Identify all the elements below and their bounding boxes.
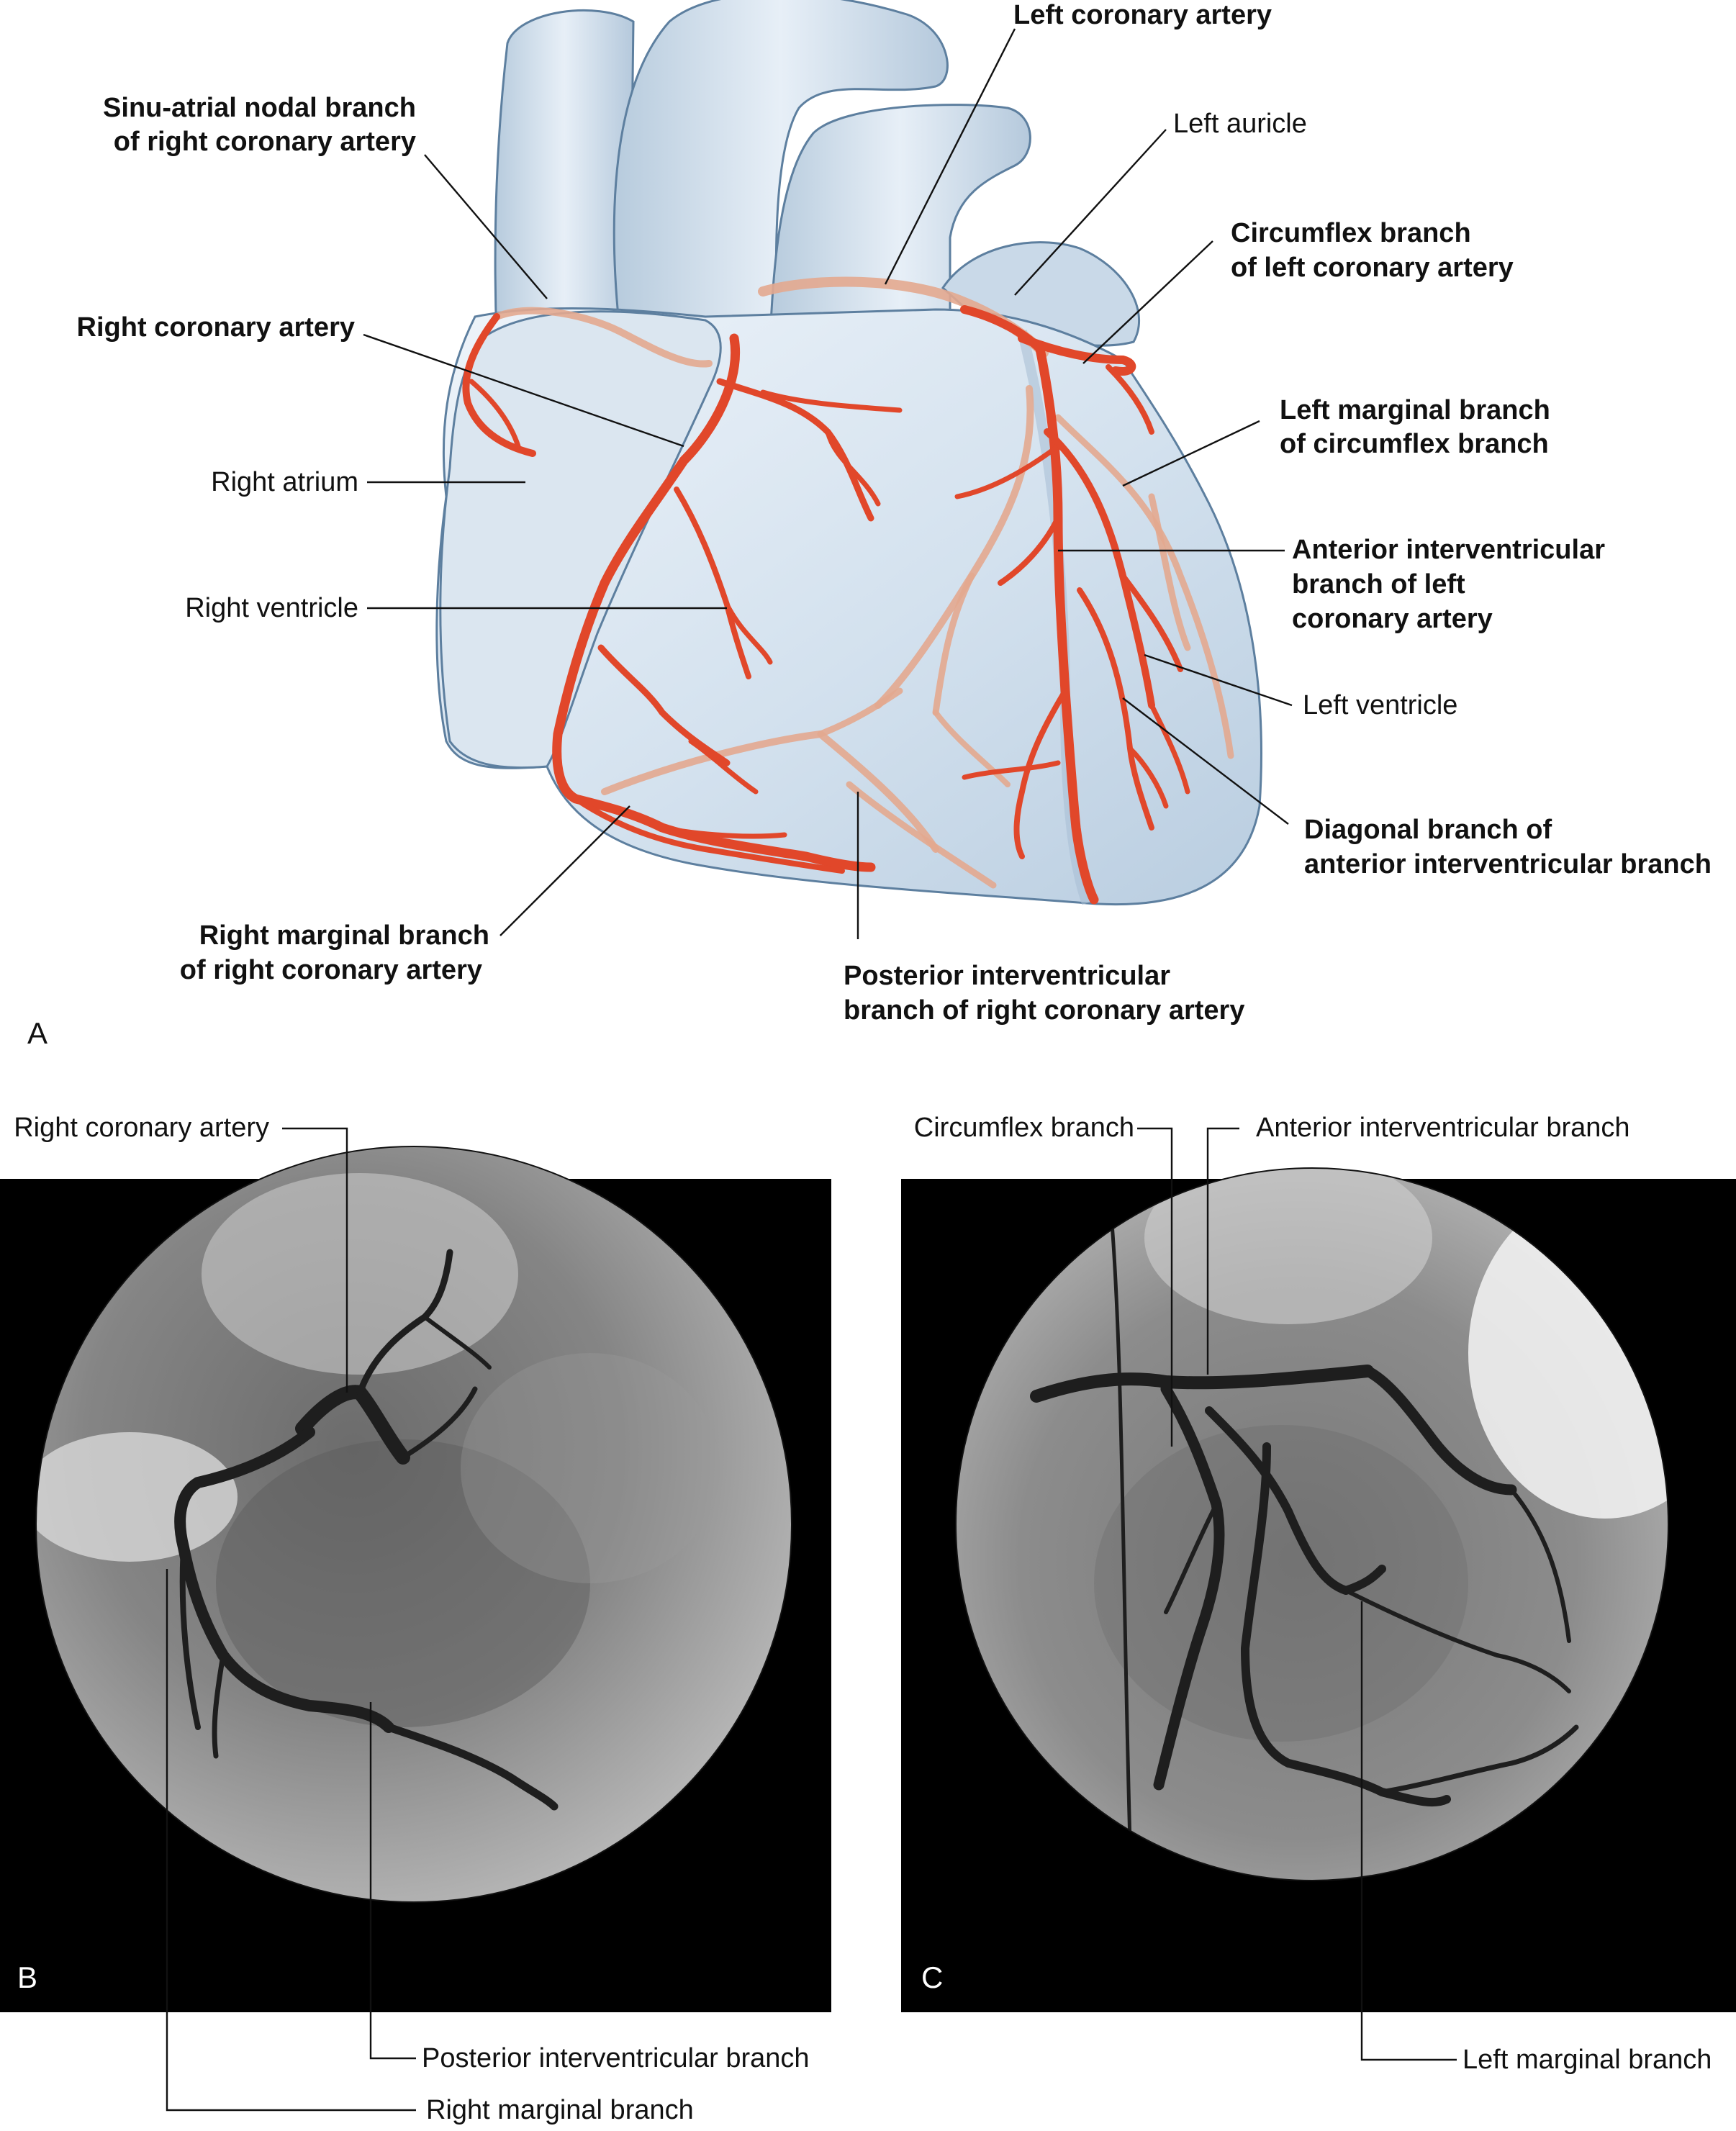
panel-c: Circumflex branch Anterior interventricu…: [901, 1113, 1736, 2075]
panel-b-leader-lines: [166, 1127, 416, 2112]
label-b-right-marginal: Right marginal branch: [426, 2095, 694, 2125]
label-b-posterior-iv: Posterior interventricular branch: [422, 2043, 810, 2073]
panel-a: Left coronary artery Sinu-atrial nodal b…: [27, 0, 1712, 1050]
angiogram-b-field: [36, 1146, 792, 1902]
label-right-ventricle: Right ventricle: [185, 593, 358, 623]
posterior-arteries: [493, 276, 1234, 889]
label-b-right-coronary-artery: Right coronary artery: [14, 1113, 269, 1143]
panel-letter-b: B: [17, 1960, 37, 1994]
heart-illustration: [435, 0, 1262, 906]
anterior-arteries: [462, 305, 1190, 905]
label-posterior-iv-line2: branch of right coronary artery: [844, 995, 1244, 1026]
label-sinu-atrial-line1: Sinu-atrial nodal branch: [103, 93, 416, 123]
label-anterior-iv-line2: branch of left: [1292, 569, 1465, 600]
label-sinu-atrial-line2: of right coronary artery: [114, 127, 416, 157]
superior-vena-cava: [494, 9, 635, 340]
label-diagonal-line1: Diagonal branch of: [1304, 815, 1552, 845]
panel-letter-a: A: [27, 1016, 48, 1050]
panel-b: Right coronary artery Posterior interven…: [0, 1113, 831, 2125]
label-c-left-marginal: Left marginal branch: [1463, 2045, 1712, 2075]
label-right-atrium: Right atrium: [211, 467, 358, 497]
label-circumflex-line2: of left coronary artery: [1231, 253, 1514, 283]
label-left-marginal-line1: Left marginal branch: [1280, 395, 1550, 425]
label-c-circumflex: Circumflex branch: [914, 1113, 1134, 1143]
label-right-marginal-line1: Right marginal branch: [199, 920, 489, 951]
panel-a-leader-lines: [363, 28, 1293, 939]
label-circumflex-line1: Circumflex branch: [1231, 218, 1471, 248]
panel-letter-c: C: [921, 1960, 943, 1994]
label-anterior-iv-line1: Anterior interventricular: [1292, 535, 1605, 565]
panel-c-leader-lines: [1137, 1127, 1457, 2061]
panel-a-labels: Left coronary artery Sinu-atrial nodal b…: [27, 0, 1712, 1050]
aorta: [612, 0, 949, 332]
label-anterior-iv-line3: coronary artery: [1292, 604, 1493, 634]
label-right-coronary-artery: Right coronary artery: [77, 312, 355, 343]
angiogram-b-content: [36, 1173, 720, 1811]
label-c-anterior-iv: Anterior interventricular branch: [1256, 1113, 1630, 1143]
label-right-marginal-line2: of right coronary artery: [180, 955, 482, 985]
label-left-auricle: Left auricle: [1173, 109, 1307, 139]
label-left-marginal-line2: of circumflex branch: [1280, 429, 1549, 459]
label-left-ventricle: Left ventricle: [1303, 690, 1457, 720]
label-left-coronary-artery: Left coronary artery: [1013, 0, 1272, 30]
label-diagonal-line2: anterior interventricular branch: [1304, 849, 1712, 879]
label-posterior-iv-line1: Posterior interventricular: [844, 961, 1170, 991]
